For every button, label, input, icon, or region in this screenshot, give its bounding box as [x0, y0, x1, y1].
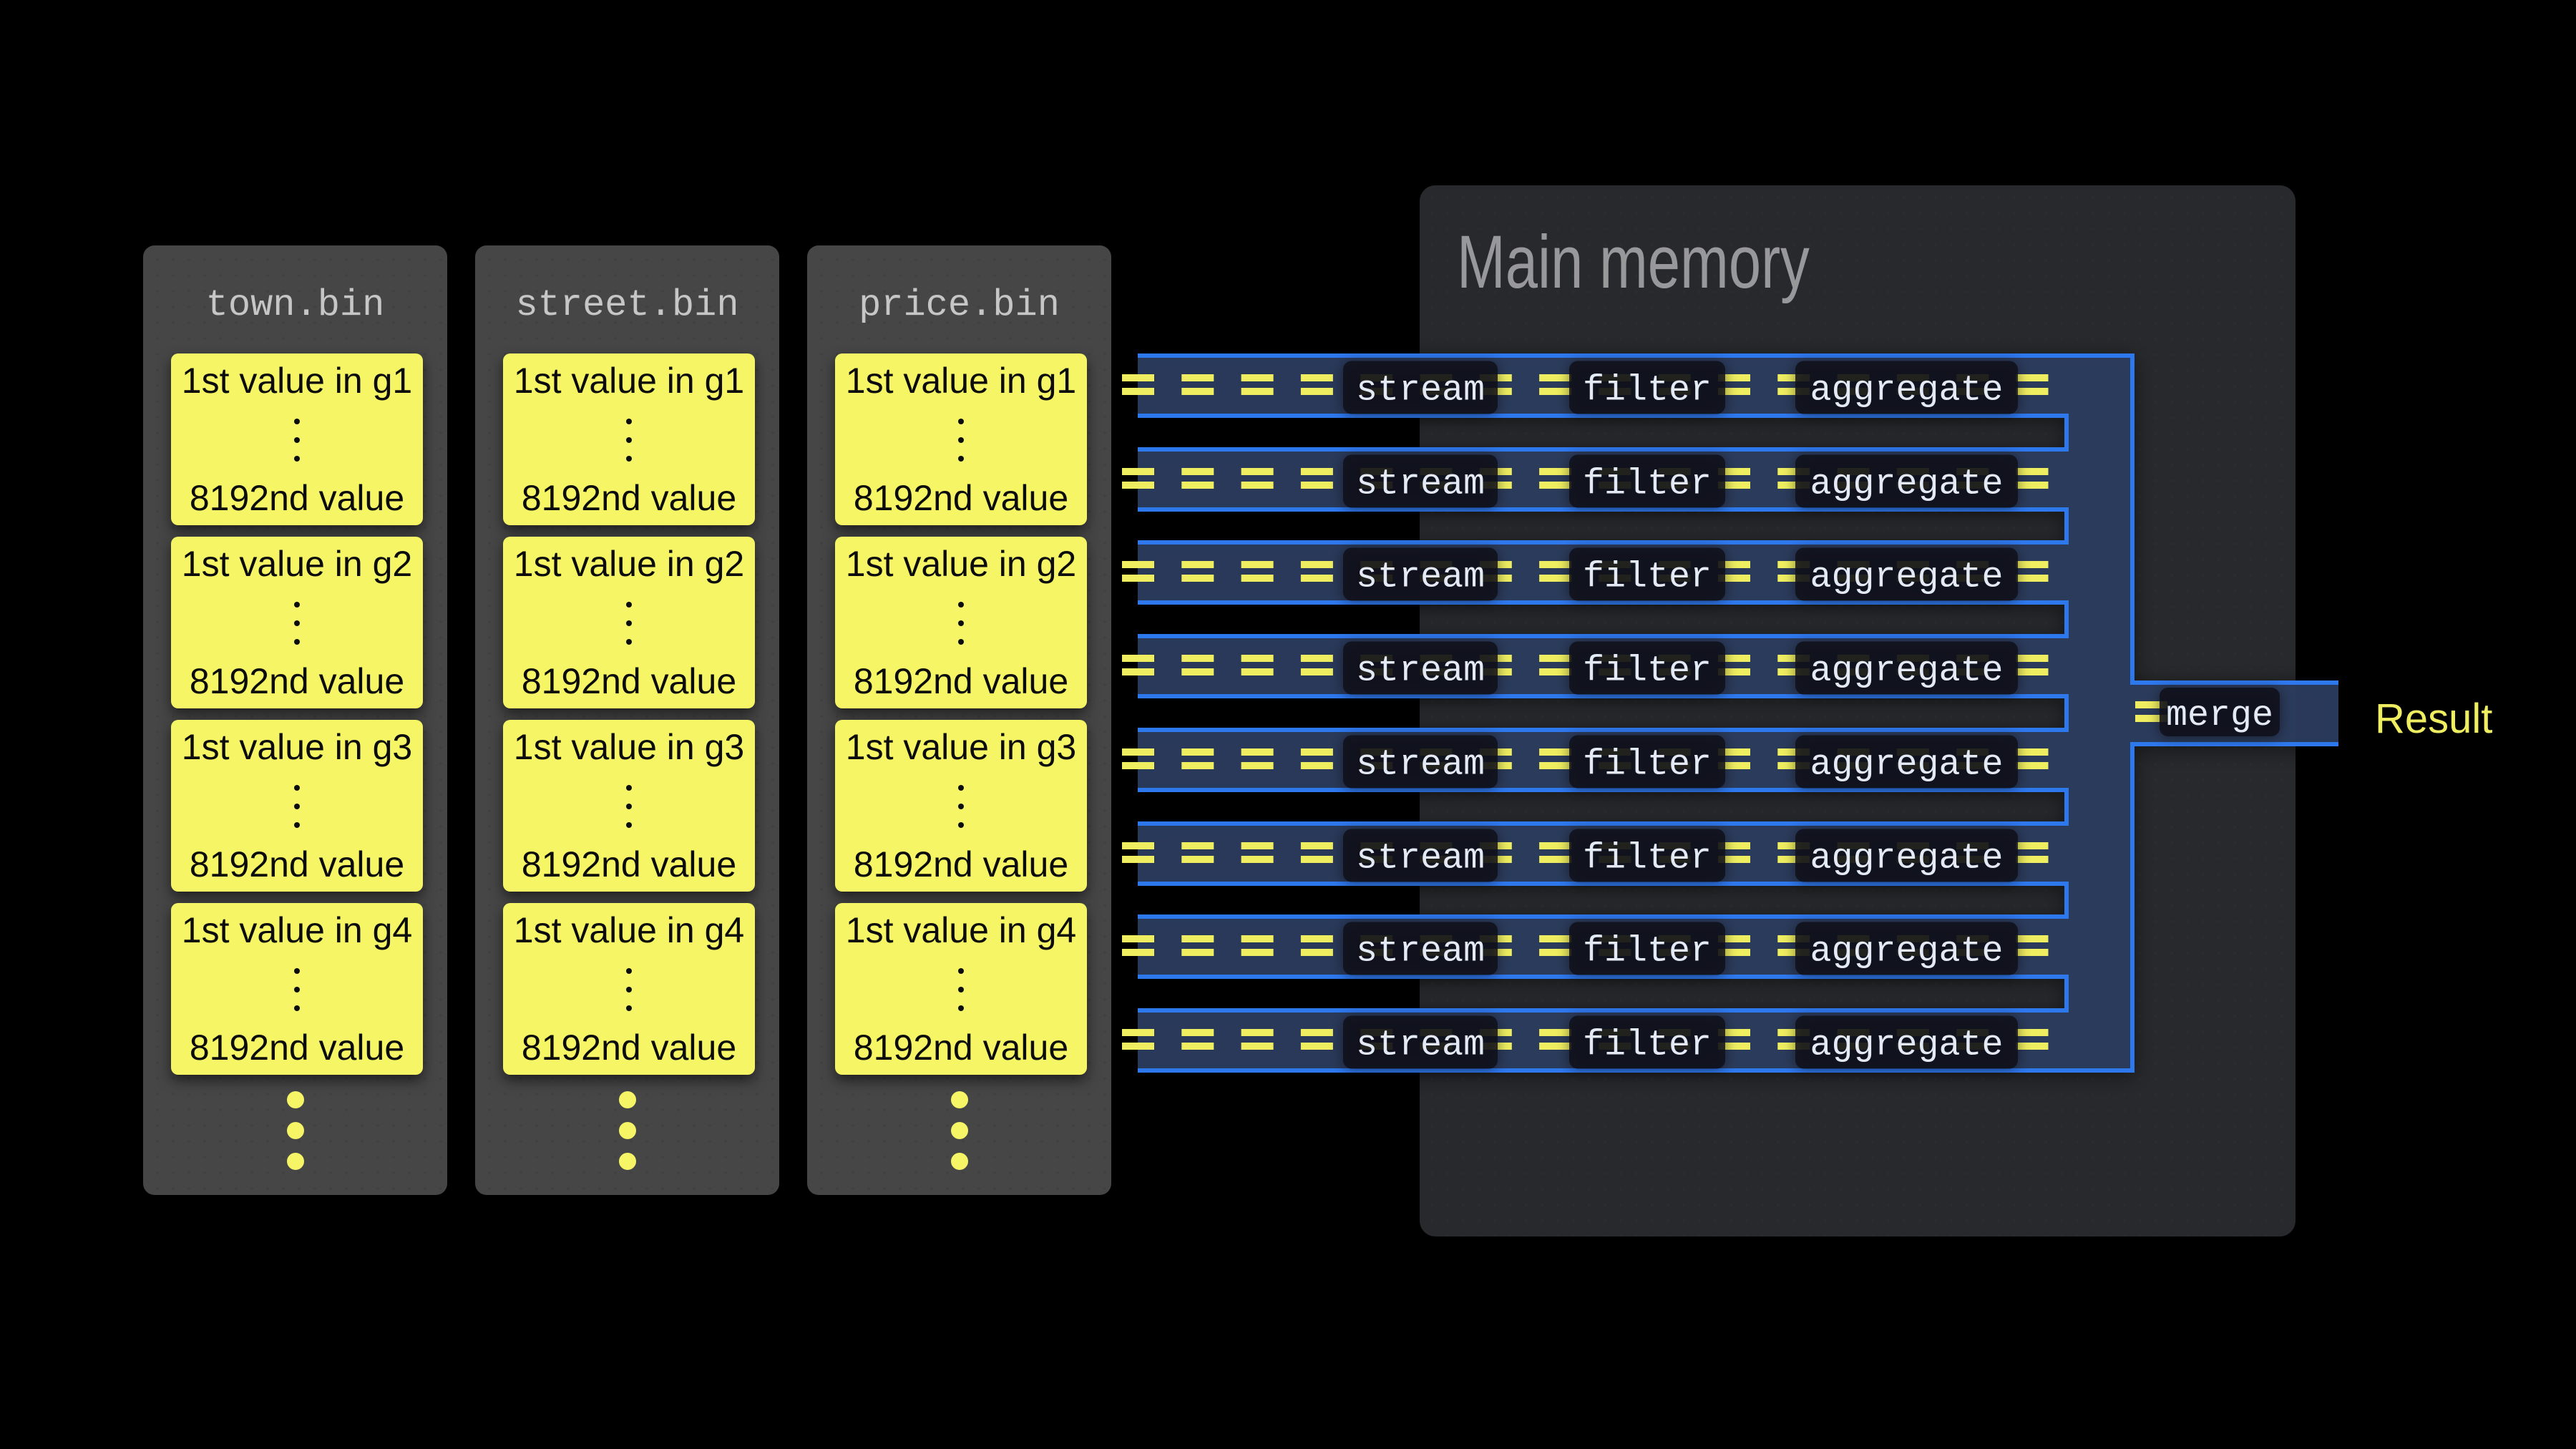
svg-text:aggregate: aggregate	[1810, 371, 2003, 411]
svg-text:Result: Result	[2375, 696, 2492, 742]
svg-text:filter: filter	[1583, 371, 1712, 411]
svg-text:stream: stream	[1356, 371, 1485, 411]
svg-text:merge: merge	[2166, 696, 2273, 736]
